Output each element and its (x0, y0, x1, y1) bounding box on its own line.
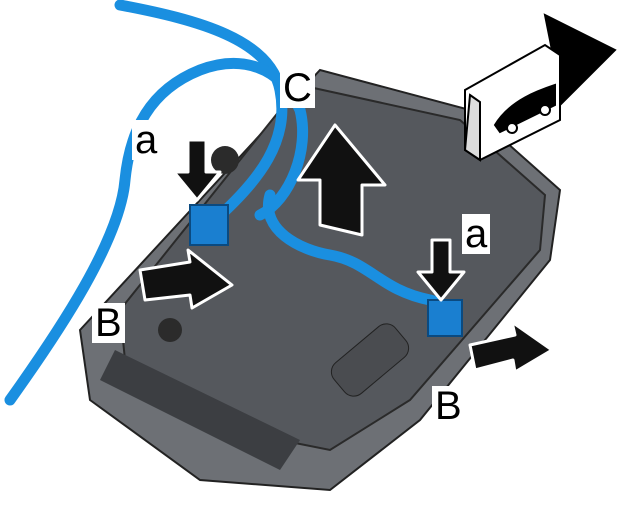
screw-hole (158, 318, 182, 342)
label-c: C (280, 68, 315, 108)
press-arrow-icon (172, 138, 222, 202)
label-b-right: B (432, 386, 465, 426)
pull-arrow-icon (138, 248, 234, 310)
label-a-right: a (462, 214, 491, 254)
lift-arrow-icon (296, 123, 387, 237)
switch-button (330, 323, 410, 397)
connector-right (427, 299, 463, 337)
pull-arrow-icon (468, 320, 554, 374)
label-a-left: a (132, 120, 161, 160)
label-b-left: B (92, 303, 125, 343)
housing-vent (100, 350, 300, 470)
vehicle-front-direction-icon (463, 13, 617, 162)
press-arrow-icon (416, 238, 466, 302)
screw-hole (211, 146, 239, 174)
connector-left (189, 204, 229, 246)
